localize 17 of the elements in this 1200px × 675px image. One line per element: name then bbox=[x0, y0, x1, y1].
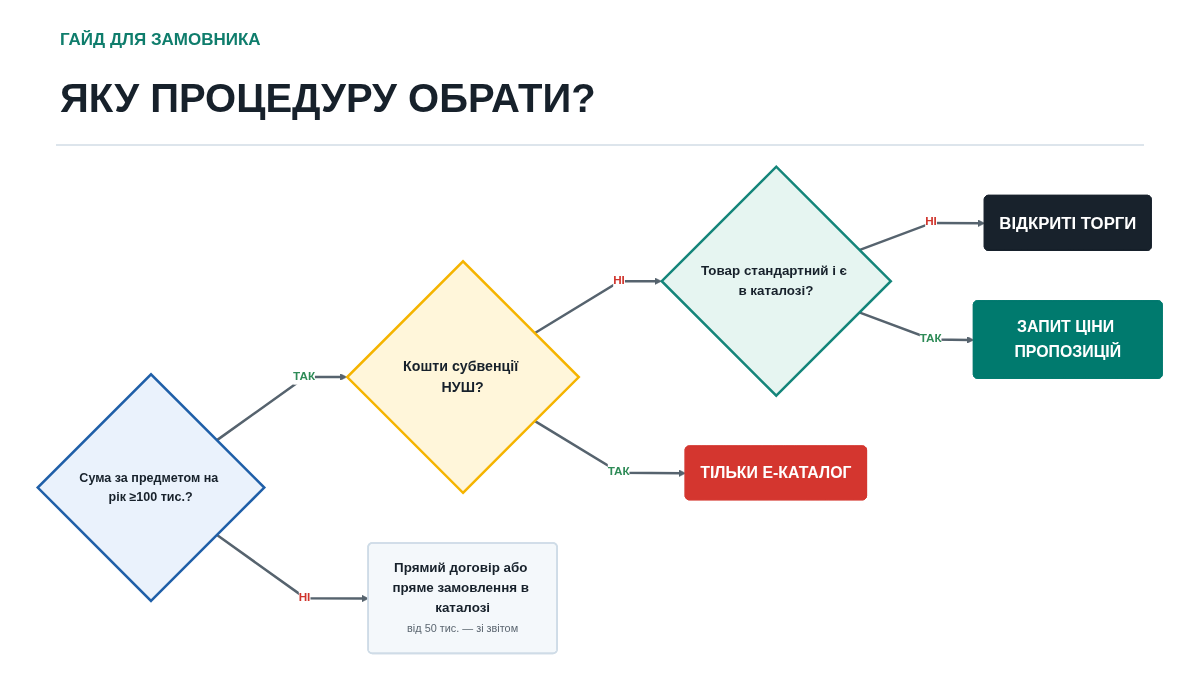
node-diamond: Кошти субвенції НУШ? bbox=[345, 259, 581, 495]
edge-label: ТАК bbox=[919, 331, 942, 345]
edge-label: НІ bbox=[298, 589, 311, 604]
edge-label: ТАК bbox=[607, 464, 630, 478]
arrow bbox=[215, 533, 369, 603]
node-diamond: Товар стандартний і є в каталозі? bbox=[659, 164, 893, 398]
header-label: ГАЙД ДЛЯ ЗАМОВНИКА bbox=[60, 30, 261, 50]
arrow bbox=[533, 419, 686, 477]
edge-label: НІ bbox=[613, 272, 625, 287]
node-diamond: Сума за предметом на рік ≥100 тис.? bbox=[35, 372, 267, 603]
arrow bbox=[858, 311, 975, 344]
edge-label: НІ bbox=[925, 214, 937, 228]
arrow bbox=[858, 219, 986, 252]
arrow bbox=[533, 277, 662, 335]
title: ЯКУ ПРОЦЕДУРУ ОБРАТИ? bbox=[60, 76, 596, 121]
arrow bbox=[215, 373, 348, 442]
edge-label: ТАК bbox=[293, 368, 316, 383]
